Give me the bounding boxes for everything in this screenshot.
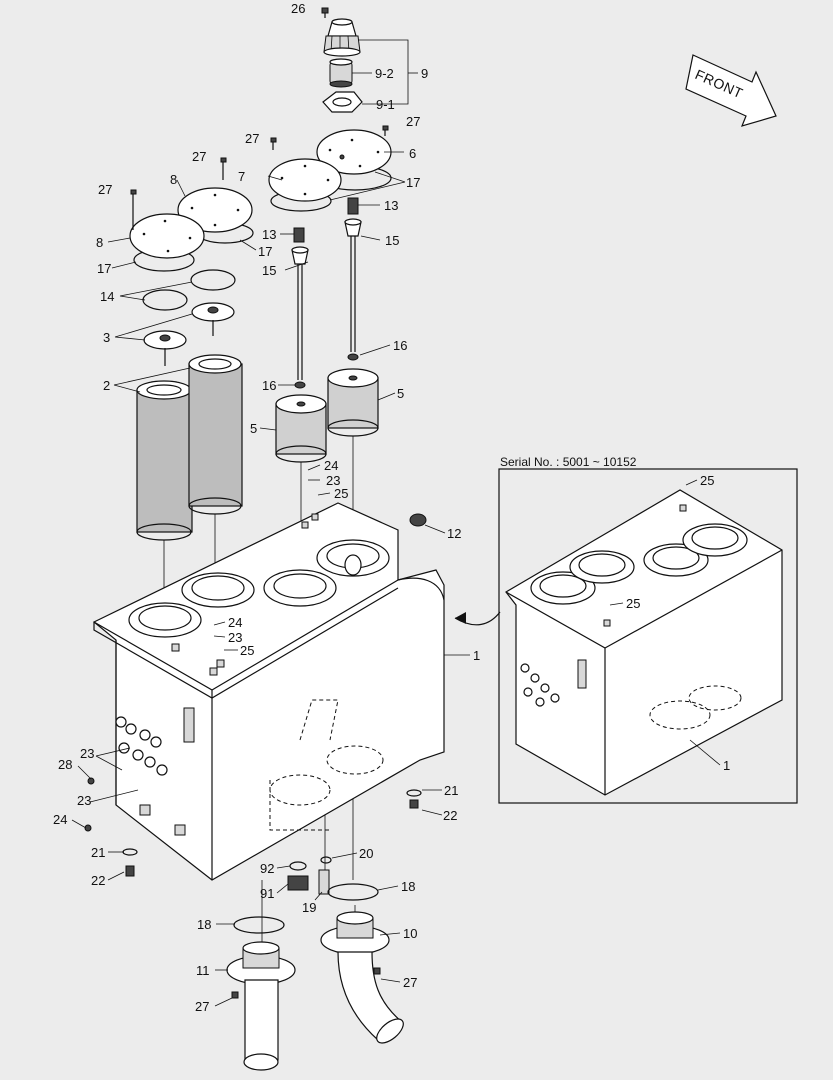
callout-3: 3 xyxy=(103,330,110,345)
callout-22: 22 xyxy=(443,808,457,823)
callout-21: 21 xyxy=(91,845,105,860)
cover-plates xyxy=(129,125,392,272)
callout-25: 25 xyxy=(240,643,254,658)
callout-23: 23 xyxy=(326,473,340,488)
part-callouts: 26 9 9-2 9-1 27 27 6 27 7 17 27 8 13 8 1… xyxy=(53,1,730,1014)
callout-24: 24 xyxy=(324,458,338,473)
callout-9: 9 xyxy=(421,66,428,81)
callout-15: 15 xyxy=(385,233,399,248)
callout-25: 25 xyxy=(626,596,640,611)
inset-serial-label: Serial No. : 5001 ~ 10152 xyxy=(500,455,637,469)
callout-17: 17 xyxy=(97,261,111,276)
callout-19: 19 xyxy=(302,900,316,915)
callout-16: 16 xyxy=(393,338,407,353)
callout-17: 17 xyxy=(258,244,272,259)
callout-8: 8 xyxy=(96,235,103,250)
callout-22: 22 xyxy=(91,873,105,888)
callout-9-2: 9-2 xyxy=(375,66,394,81)
callout-27: 27 xyxy=(406,114,420,129)
callout-23: 23 xyxy=(77,793,91,808)
callout-6: 6 xyxy=(409,146,416,161)
callout-25: 25 xyxy=(334,486,348,501)
callout-8: 8 xyxy=(170,172,177,187)
callout-11: 11 xyxy=(196,963,210,978)
callout-16: 16 xyxy=(262,378,276,393)
suction-pipes xyxy=(226,911,404,1071)
callout-17: 17 xyxy=(406,175,420,190)
serial-inset xyxy=(454,468,798,804)
callout-15: 15 xyxy=(262,263,276,278)
hydraulic-tank-body xyxy=(92,502,445,881)
callout-27: 27 xyxy=(403,975,417,990)
callout-10: 10 xyxy=(403,926,417,941)
callout-9-1: 9-1 xyxy=(376,97,395,112)
callout-5: 5 xyxy=(250,421,257,436)
callout-1: 1 xyxy=(723,758,730,773)
callout-25: 25 xyxy=(700,473,714,488)
front-arrow: FRONT xyxy=(685,54,777,127)
suction-strainers xyxy=(275,368,379,463)
callout-20: 20 xyxy=(359,846,373,861)
callout-2: 2 xyxy=(103,378,110,393)
callout-24: 24 xyxy=(228,615,242,630)
callout-26: 26 xyxy=(291,1,305,16)
callout-27: 27 xyxy=(245,131,259,146)
callout-91: 91 xyxy=(260,886,274,901)
rings-and-valves xyxy=(142,269,236,366)
callout-14: 14 xyxy=(100,289,114,304)
callout-7: 7 xyxy=(238,169,245,184)
return-filter-elements xyxy=(136,354,243,541)
callout-23: 23 xyxy=(80,746,94,761)
callout-5: 5 xyxy=(397,386,404,401)
callout-27: 27 xyxy=(192,149,206,164)
callout-12: 12 xyxy=(447,526,461,541)
callout-18: 18 xyxy=(197,917,211,932)
callout-21: 21 xyxy=(444,783,458,798)
callout-27: 27 xyxy=(195,999,209,1014)
callout-1: 1 xyxy=(473,648,480,663)
callout-24: 24 xyxy=(53,812,67,827)
callout-18: 18 xyxy=(401,879,415,894)
callout-23: 23 xyxy=(228,630,242,645)
leader-lines xyxy=(71,39,721,1007)
springs-and-rods xyxy=(291,197,362,389)
callout-13: 13 xyxy=(262,227,276,242)
callout-27: 27 xyxy=(98,182,112,197)
callout-13: 13 xyxy=(384,198,398,213)
callout-28: 28 xyxy=(58,757,72,772)
breather-cap-assembly xyxy=(321,7,363,113)
callout-92: 92 xyxy=(260,861,274,876)
